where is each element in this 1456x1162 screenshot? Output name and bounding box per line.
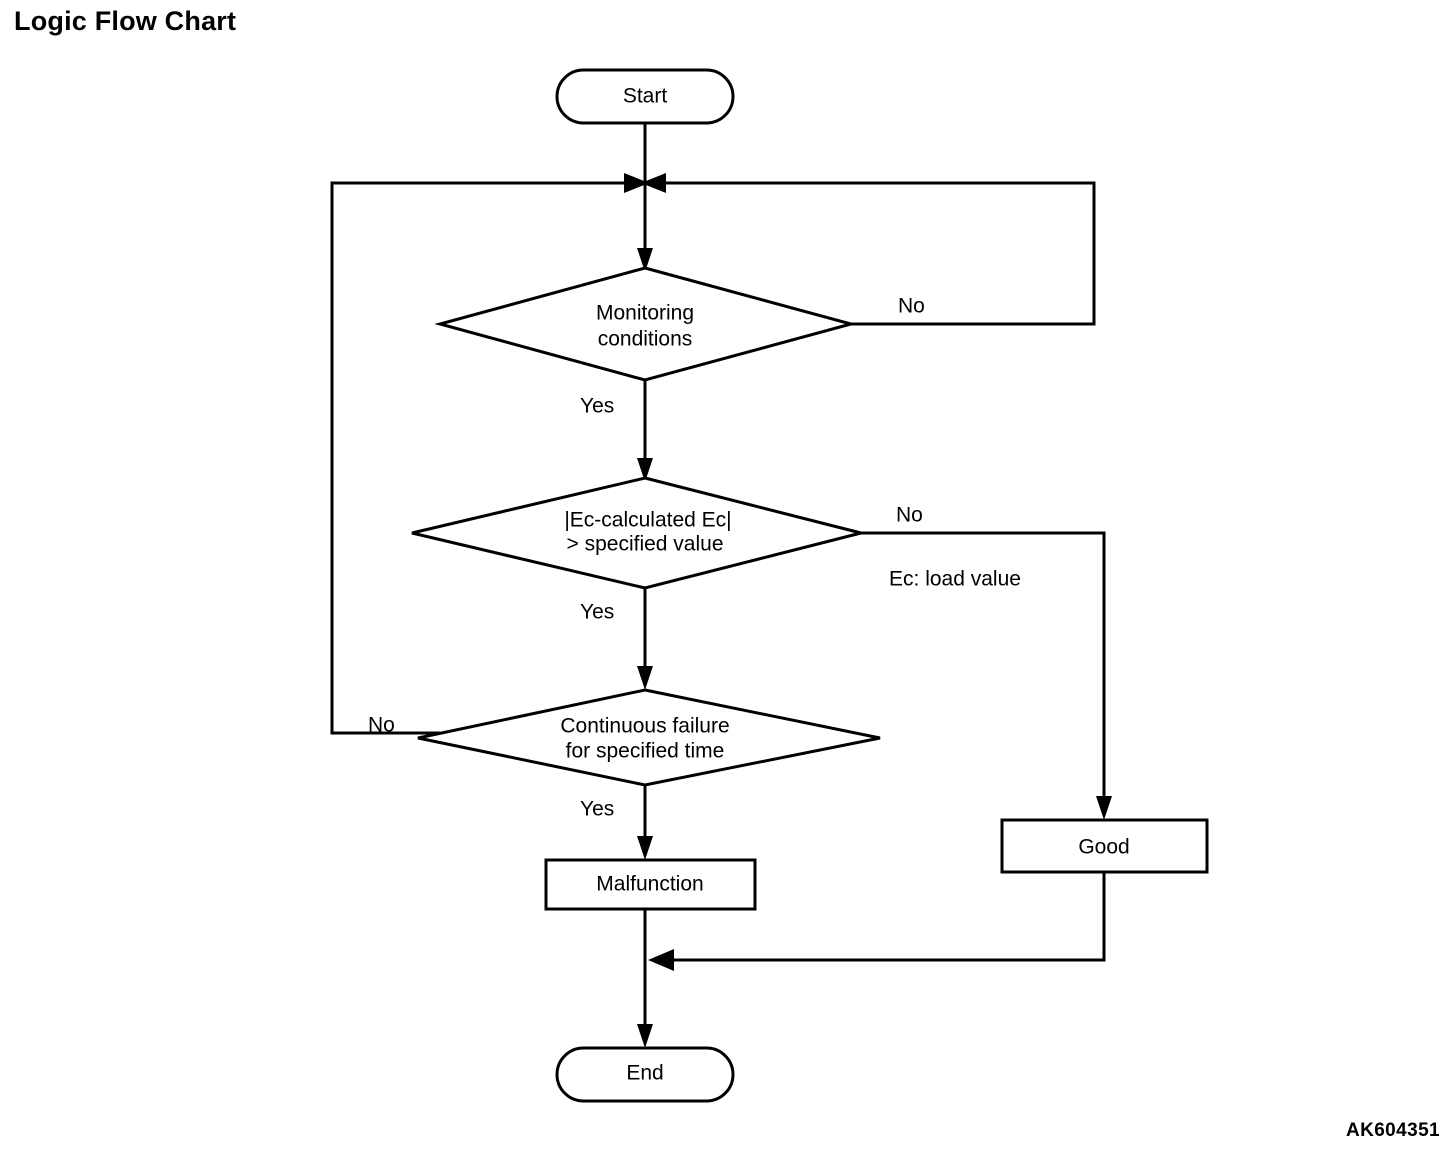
node-end: [555, 1046, 735, 1103]
edge-monitoring-no-loop: [660, 181, 1096, 326]
node-continuous-line1: Continuous failure: [560, 715, 729, 738]
reference-code: AK604351: [1345, 1120, 1440, 1141]
page-title: Logic Flow Chart: [14, 6, 237, 36]
edge-continuous-no-loop: [330, 181, 630, 735]
node-continuous-failure: [417, 688, 881, 787]
edge-good-to-merge: [665, 872, 1106, 962]
node-monitoring-line1: Monitoring: [596, 302, 694, 325]
edge-ec-no-to-good: [861, 531, 1106, 814]
node-monitoring-line2: conditions: [598, 328, 693, 351]
edge-label-ec-yes: Yes: [580, 601, 614, 624]
arrow-junction-from-right: [641, 173, 666, 193]
arrow-merge-into-spine: [648, 949, 674, 971]
edge-label-continuous-no: No: [368, 714, 395, 737]
arrow-into-continuous: [637, 666, 653, 690]
node-good: [1000, 818, 1209, 874]
arrow-into-ec-check: [637, 458, 653, 482]
node-continuous-line2: for specified time: [566, 740, 725, 763]
arrow-junction-from-left: [624, 173, 649, 193]
node-good-label: Good: [1078, 836, 1129, 859]
edge-label-ec-no: No: [896, 504, 923, 527]
arrow-into-malfunction: [637, 836, 653, 860]
arrow-into-monitoring: [637, 248, 653, 272]
node-ec-check-line2: > specified value: [566, 533, 723, 556]
node-malfunction: [544, 858, 757, 911]
node-end-label: End: [626, 1062, 663, 1085]
edge-label-monitoring-no: No: [898, 295, 925, 318]
node-malfunction-label: Malfunction: [596, 873, 703, 896]
arrow-into-end: [637, 1024, 653, 1048]
node-ec-check-line1: |Ec-calculated Ec|: [564, 509, 731, 532]
node-monitoring-conditions: [434, 266, 857, 382]
annotation-ec-load-value: Ec: load value: [889, 568, 1021, 591]
node-ec-check: [411, 476, 862, 590]
edge-label-continuous-yes: Yes: [580, 798, 614, 821]
node-start: [555, 68, 735, 125]
edge-label-monitoring-yes: Yes: [580, 395, 614, 418]
arrow-into-good: [1096, 796, 1112, 820]
node-start-label: Start: [623, 85, 668, 108]
